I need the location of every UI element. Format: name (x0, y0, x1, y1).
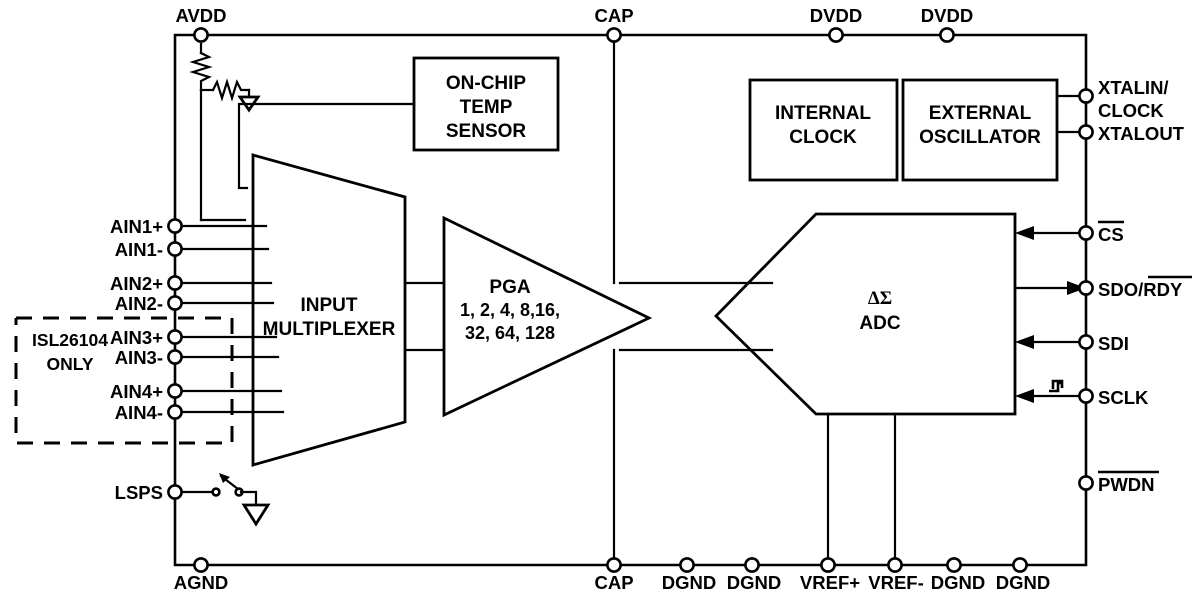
adc-label-delta-sigma: ΔΣ (868, 288, 892, 309)
pin-label-ain4p: AIN4+ (110, 381, 163, 402)
pin-label-ain1p: AIN1+ (110, 216, 163, 237)
pin-label-dgnd-4: DGND (996, 572, 1050, 593)
pin-label-dgnd-3: DGND (931, 572, 985, 593)
pin-dgnd-3-circle[interactable] (946, 557, 962, 573)
pin-label-ain4n: AIN4- (115, 402, 163, 423)
on-chip-temp-sensor-block: ON-CHIP TEMP SENSOR (237, 56, 560, 190)
avdd-bias-network (189, 42, 261, 222)
pga-label-line3: 32, 64, 128 (465, 323, 555, 343)
pga-label-line1: PGA (489, 277, 530, 298)
pin-label-ain2n: AIN2- (115, 293, 163, 314)
sdo-arrow-head (1067, 281, 1086, 295)
cs-arrow-head (1015, 226, 1034, 240)
pin-label-dvdd-2: DVDD (921, 5, 973, 26)
pin-label-sclk: SCLK (1098, 387, 1149, 408)
internal-clock-block: INTERNAL CLOCK (748, 78, 899, 182)
pin-pwdn-circle[interactable] (1078, 475, 1094, 491)
sclk-arrow-head (1015, 389, 1034, 403)
pin-label-dvdd-1: DVDD (810, 5, 862, 26)
pin-cap-bottom-circle[interactable] (606, 557, 622, 573)
temp-sensor-label-line3: SENSOR (446, 121, 527, 142)
pin-sdo-rdy-circle[interactable] (1078, 280, 1094, 296)
right-pins: XTALIN/ CLOCK XTALOUT CS SDO/RDY SDI SCL… (1078, 77, 1192, 495)
temp-sensor-label-line1: ON-CHIP (446, 73, 527, 94)
pin-xtalin-circle[interactable] (1078, 88, 1094, 104)
pin-dgnd-1-circle[interactable] (679, 557, 695, 573)
pin-label-ain1n: AIN1- (115, 239, 163, 260)
pin-dgnd-4-circle[interactable] (1012, 557, 1028, 573)
pin-xtalout-circle[interactable] (1078, 124, 1094, 140)
pin-cap-top-circle[interactable] (606, 27, 622, 43)
lsps-switch-to-ground (173, 473, 271, 527)
pin-label-xtalin-clock: CLOCK (1098, 100, 1164, 121)
pin-label-sdi: SDI (1098, 333, 1129, 354)
pin-label-cap-top: CAP (594, 5, 633, 26)
pin-dvdd-2-circle[interactable] (939, 27, 955, 43)
input-multiplexer-block: INPUT MULTIPLEXER (251, 153, 407, 467)
pin-dgnd-2-circle[interactable] (744, 557, 760, 573)
pin-label-dgnd-1: DGND (662, 572, 716, 593)
adc-label-line2: ADC (859, 313, 900, 334)
vref-wires (826, 412, 897, 567)
switch-arrow-head (219, 473, 230, 483)
pga-label-line2: 1, 2, 4, 8,16, (460, 300, 560, 320)
schmitt-trigger-icon (1049, 379, 1064, 393)
pin-label-lsps: LSPS (115, 482, 163, 503)
pin-label-vrefp: VREF+ (800, 572, 860, 593)
analog-input-wires (173, 224, 285, 414)
pin-ain4p-circle[interactable] (167, 383, 183, 399)
bottom-pins: AGND CAP DGND DGND VREF+ VREF- DGND DGND (174, 557, 1050, 593)
internal-clock-label-line1: INTERNAL (775, 103, 871, 124)
pin-ain4n-circle[interactable] (167, 404, 183, 420)
external-oscillator-block: EXTERNAL OSCILLATOR (901, 78, 1088, 182)
pin-ain2p-circle[interactable] (167, 275, 183, 291)
pin-ain1n-circle[interactable] (167, 241, 183, 257)
delta-sigma-adc-block: ΔΣ ADC (618, 212, 1017, 416)
pin-label-pwdn: PWDN (1098, 474, 1155, 495)
pin-label-ain3n: AIN3- (115, 347, 163, 368)
pin-vrefp-circle[interactable] (820, 557, 836, 573)
pin-ain1p-circle[interactable] (167, 218, 183, 234)
pin-sclk-circle[interactable] (1078, 388, 1094, 404)
external-oscillator-label-line1: EXTERNAL (929, 103, 1032, 124)
pin-label-cap-bottom: CAP (594, 572, 633, 593)
pin-lsps-circle[interactable] (167, 484, 183, 500)
pin-label-ain2p: AIN2+ (110, 273, 163, 294)
pin-agnd-circle[interactable] (193, 557, 209, 573)
external-oscillator-label-line2: OSCILLATOR (919, 127, 1041, 148)
pin-label-avdd: AVDD (175, 5, 226, 26)
pin-label-dgnd-2: DGND (727, 572, 781, 593)
left-pins: AIN1+ AIN1- AIN2+ AIN2- AIN3+ AIN3- AIN4… (110, 216, 183, 503)
pin-label-xtalout: XTALOUT (1098, 123, 1185, 144)
pin-ain2n-circle[interactable] (167, 295, 183, 311)
isl-note-label-line2: ONLY (46, 354, 93, 374)
sdi-arrow-head (1015, 335, 1034, 349)
pin-dvdd-1-circle[interactable] (828, 27, 844, 43)
pin-vrefn-circle[interactable] (887, 557, 903, 573)
pin-avdd-circle[interactable] (193, 27, 209, 43)
pin-label-ain3p: AIN3+ (110, 327, 163, 348)
pin-label-sdo-rdy: SDO/RDY (1098, 279, 1183, 300)
top-pins: AVDD CAP DVDD DVDD (175, 5, 973, 43)
ground-symbol-lsps (241, 503, 271, 527)
pin-label-cs: CS (1098, 224, 1124, 245)
internal-clock-label-line2: CLOCK (789, 127, 857, 148)
pin-label-xtalin: XTALIN/ (1098, 77, 1169, 98)
pin-ain3p-circle[interactable] (167, 329, 183, 345)
temp-sensor-label-line2: TEMP (460, 97, 513, 118)
pga-block: PGA 1, 2, 4, 8,16, 32, 64, 128 (403, 215, 653, 418)
pin-cs-circle[interactable] (1078, 225, 1094, 241)
pin-ain3n-circle[interactable] (167, 349, 183, 365)
input-mux-label-line2: MULTIPLEXER (263, 319, 396, 340)
pin-sdi-circle[interactable] (1078, 334, 1094, 350)
isl26104-only-callout: ISL26104 ONLY (14, 316, 234, 445)
input-mux-label-line1: INPUT (301, 295, 358, 316)
pin-label-agnd: AGND (174, 572, 228, 593)
pin-label-vrefn: VREF- (868, 572, 924, 593)
digital-io-wires (1013, 226, 1088, 403)
isl-note-label-line1: ISL26104 (32, 330, 108, 350)
